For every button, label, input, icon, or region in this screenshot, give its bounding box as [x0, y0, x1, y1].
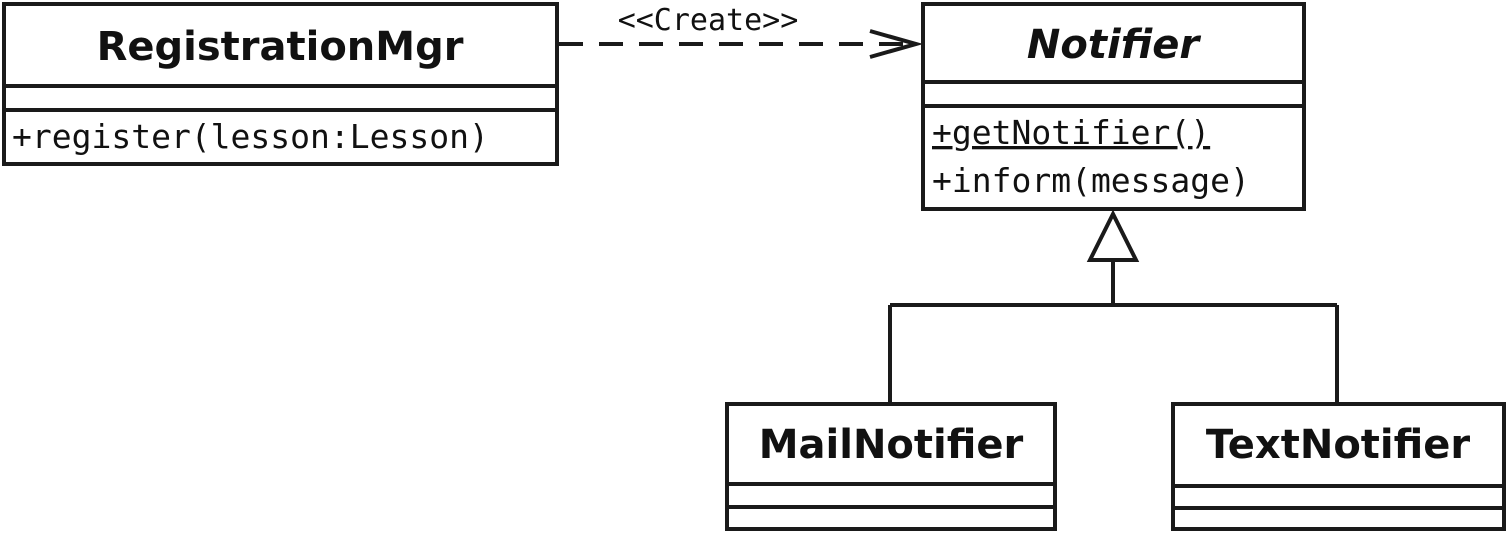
- generalization: [888, 209, 1339, 404]
- open-arrowhead-icon: [869, 29, 924, 59]
- inheritance-triangle-icon: [1086, 209, 1140, 262]
- create-dependency: <<Create>>: [559, 3, 924, 59]
- class-text-notifier: TextNotifier: [1171, 402, 1506, 531]
- operation-register: +register(lesson:Lesson): [12, 117, 489, 156]
- operation-inform: +inform(message): [932, 161, 1250, 200]
- class-mail-notifier: MailNotifier: [725, 402, 1057, 531]
- class-notifier: Notifier +getNotifier() +inform(message): [921, 2, 1306, 211]
- dependency-label: <<Create>>: [618, 3, 799, 38]
- class-registration-mgr: RegistrationMgr +register(lesson:Lesson): [2, 2, 559, 166]
- class-name: Notifier: [1027, 22, 1201, 68]
- operation-get-notifier: +getNotifier(): [932, 113, 1210, 152]
- class-name: RegistrationMgr: [97, 24, 464, 70]
- class-name: MailNotifier: [759, 422, 1024, 468]
- class-name: TextNotifier: [1206, 422, 1471, 468]
